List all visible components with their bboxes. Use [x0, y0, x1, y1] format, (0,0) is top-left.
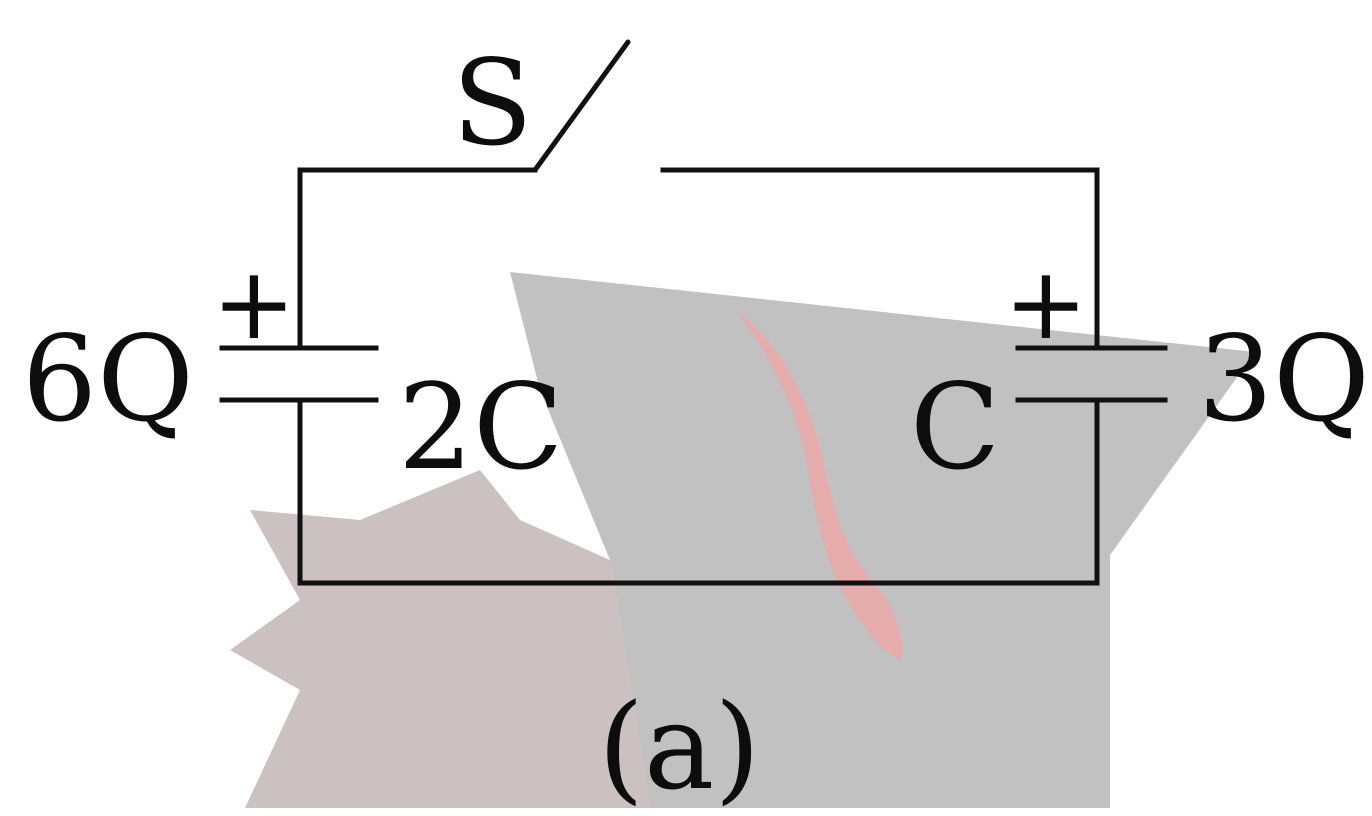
wires: [219, 39, 1168, 586]
watermark-tassel: [735, 310, 902, 660]
watermark-cap-shape: [510, 272, 1255, 808]
right-capacitor-plus-sign: +: [1004, 245, 1088, 362]
left-capacitor-plus-sign: +: [212, 245, 296, 362]
left-capacitor-capacitance-label: 2C: [398, 358, 564, 496]
switch-label: S: [452, 34, 533, 172]
watermark-logo: [230, 272, 1255, 808]
right-capacitor-charge-label: 3Q: [1198, 310, 1370, 448]
left-capacitor-charge-label: 6Q: [22, 310, 194, 448]
left-top-wire: [297, 167, 538, 348]
switch-blade: [532, 39, 631, 173]
bottom-wire: [297, 400, 1100, 586]
right-capacitor-capacitance-label: C: [910, 358, 1001, 496]
watermark-hair-shape: [230, 470, 650, 808]
right-top-wire: [660, 167, 1100, 348]
figure-caption: (a): [598, 678, 761, 816]
